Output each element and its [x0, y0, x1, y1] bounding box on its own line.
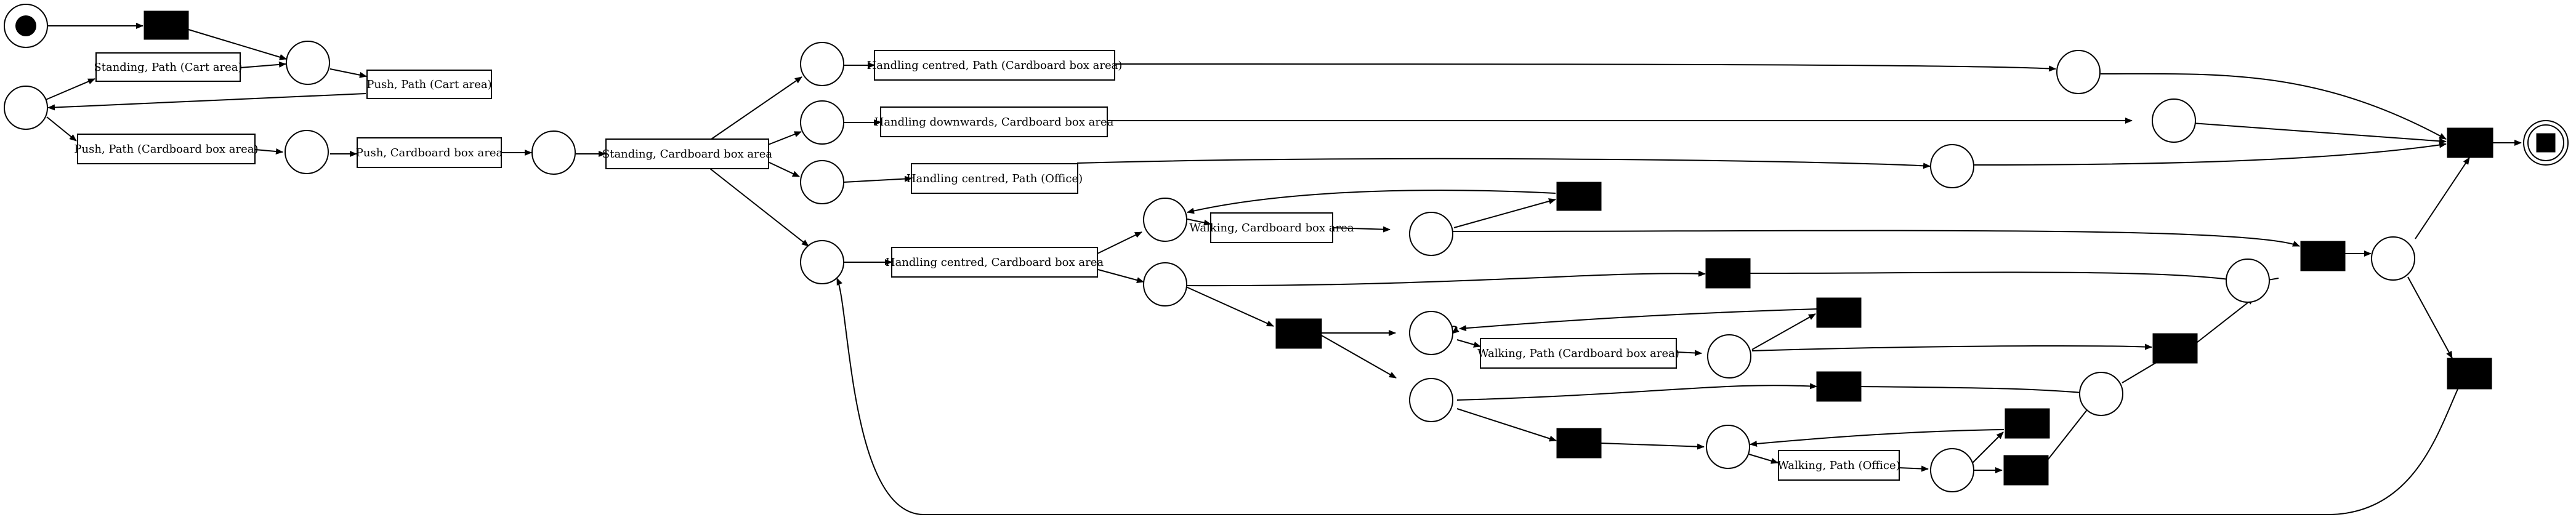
place-s3 [1409, 378, 1453, 422]
silent-transition [1816, 371, 1862, 402]
place-p4 [800, 240, 844, 284]
transition-standing-path-cart: Standing, Path (Cart area) [94, 52, 243, 82]
transition-label: Push, Cardboard box area [356, 146, 503, 159]
place-r2 [1409, 212, 1453, 256]
transition-label: Walking, Path (Office) [1777, 459, 1900, 472]
silent-transition [1275, 318, 1322, 349]
transition-handling-centred-cardboard: Handling centred, Cardboard box area [886, 247, 1104, 278]
silent-transition [1705, 258, 1751, 289]
place-s1 [1409, 311, 1453, 355]
place-q2 [2152, 98, 2196, 143]
transition-label: Push, Path (Cart area) [366, 78, 491, 91]
silent-transition [1556, 182, 1602, 211]
transition-handling-downwards-cardboard: Handling downwards, Cardboard box area [874, 106, 1114, 137]
silent-transition [2300, 241, 2346, 271]
transition-push-path-cart: Push, Path (Cart area) [366, 70, 492, 99]
transition-label: Handling centred, Cardboard box area [886, 256, 1104, 269]
place-r5 [2371, 236, 2415, 281]
place-p3 [800, 160, 844, 204]
transition-label: Push, Path (Cardboard box area) [74, 143, 258, 156]
place-s4 [2079, 372, 2123, 416]
place-s5 [1706, 425, 1750, 469]
transition-handling-centred-path-cardboard: Handling centred, Path (Cardboard box ar… [867, 50, 1123, 81]
place-r3 [1143, 262, 1187, 307]
silent-transition [1556, 428, 1602, 459]
transition-label: Standing, Path (Cart area) [94, 61, 242, 74]
end-place [2523, 120, 2569, 166]
place-q3 [1930, 144, 1974, 188]
place-r4 [2226, 258, 2270, 303]
place-r1 [1143, 198, 1187, 242]
silent-transition [143, 10, 189, 40]
transition-walking-path-cardboard: Walking, Path (Cardboard box area) [1477, 338, 1679, 369]
silent-transition [1816, 297, 1862, 328]
place-s2 [1707, 334, 1751, 379]
transition-push-path-cardboard: Push, Path (Cardboard box area) [74, 134, 259, 164]
transition-handling-centred-path-office: Handling centred, Path (Office) [906, 163, 1083, 194]
transition-standing-cardboard: Standing, Cardboard box area [602, 138, 773, 169]
place-cart-merge [286, 41, 330, 85]
place-after-push-cb [531, 130, 576, 175]
place-p2 [800, 100, 844, 145]
places [4, 4, 2569, 492]
transition-label: Walking, Cardboard box area [1189, 222, 1354, 234]
place-loop-start [4, 86, 48, 130]
silent-transition [2447, 358, 2492, 390]
silent-transition [2152, 333, 2198, 364]
transition-push-cardboard: Push, Cardboard box area [356, 137, 503, 168]
end-square-icon [2536, 133, 2556, 153]
transition-label: Handling downwards, Cardboard box area [874, 116, 1114, 129]
token-icon [15, 15, 36, 36]
place-s6 [1930, 448, 1974, 492]
transition-label: Handling centred, Path (Cardboard box ar… [867, 59, 1123, 72]
transition-walking-cardboard: Walking, Cardboard box area [1189, 212, 1354, 243]
transition-label: Handling centred, Path (Office) [906, 172, 1083, 185]
transition-walking-path-office: Walking, Path (Office) [1777, 450, 1900, 481]
silent-transition [2447, 127, 2493, 158]
place-p1 [800, 42, 844, 86]
transition-label: Walking, Path (Cardboard box area) [1477, 347, 1679, 360]
place-q1 [2056, 50, 2101, 94]
silent-transition [2005, 408, 2050, 439]
labelled-transitions: Standing, Path (Cart area) Push, Path (C… [74, 50, 1900, 481]
silent-transitions [143, 10, 2493, 486]
start-place [4, 4, 48, 48]
transition-label: Standing, Cardboard box area [602, 148, 773, 161]
edges [44, 23, 2522, 515]
place-after-push-path-cb [285, 130, 329, 174]
silent-transition [2003, 455, 2049, 486]
